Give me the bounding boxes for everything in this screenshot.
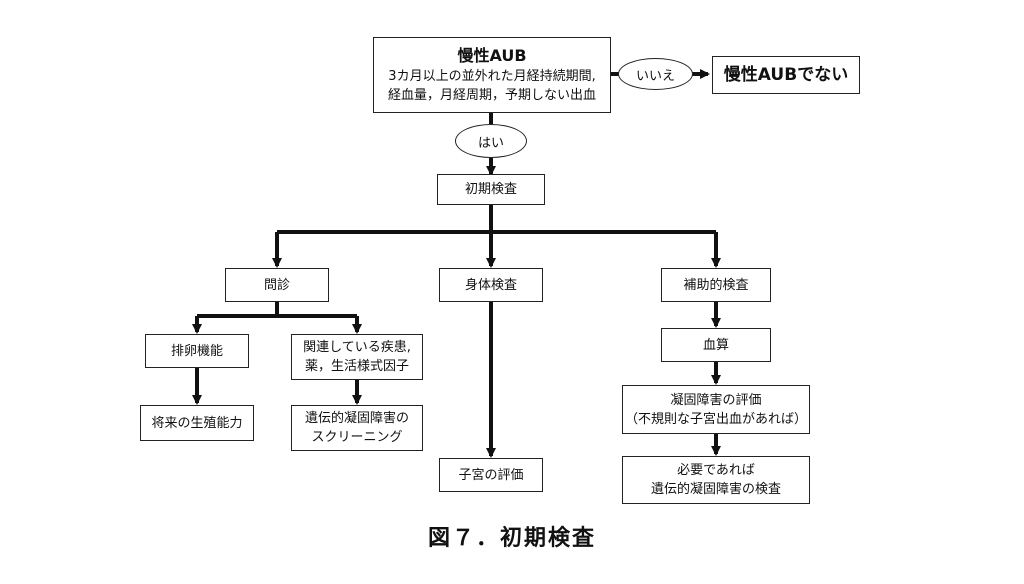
not-aub-label: 慢性AUBでない — [723, 64, 849, 85]
hereditary-screening-line-1: 遺伝的凝固障害の — [304, 411, 409, 426]
blood-count-label: 血算 — [702, 337, 729, 353]
yes-ellipse: はい — [455, 124, 527, 158]
physical-exam-box: 身体検査 — [439, 268, 543, 302]
uterus-eval-box: 子宮の評価 — [439, 458, 543, 492]
hereditary-screening-line-2: スクリーニング — [311, 430, 403, 445]
initial-exam-label: 初期検査 — [464, 182, 517, 197]
if-needed-box: 必要であれば 遺伝的凝固障害の検査 — [622, 456, 810, 504]
interview-label: 問診 — [263, 277, 290, 293]
figure-caption: 図７．初期検査 — [427, 526, 596, 551]
future-fertility-box: 将来の生殖能力 — [140, 405, 254, 441]
ovulation-label: 排卵機能 — [170, 343, 223, 359]
yes-label: はい — [477, 135, 504, 151]
coag-eval-line-2: （不規則な子宮出血があれば） — [624, 411, 807, 427]
root-chronic-aub-box: 慢性AUB 3カ月以上の並外れた月経持続期間, 経血量，月経周期，予期しない出血 — [373, 37, 611, 113]
coag-eval-box: 凝固障害の評価 （不規則な子宮出血があれば） — [622, 385, 810, 434]
initial-exam-box: 初期検査 — [437, 174, 545, 205]
not-aub-box: 慢性AUBでない — [712, 56, 860, 94]
root-line-2: 経血量，月経周期，予期しない出血 — [387, 88, 596, 103]
aux-exam-box: 補助的検査 — [661, 268, 771, 302]
coag-eval-line-1: 凝固障害の評価 — [670, 392, 762, 408]
aux-exam-label: 補助的検査 — [683, 277, 749, 293]
hereditary-screening-box: 遺伝的凝固障害の スクリーニング — [291, 405, 423, 451]
future-fertility-label: 将来の生殖能力 — [151, 415, 243, 431]
uterus-eval-label: 子宮の評価 — [458, 467, 524, 483]
no-label: いいえ — [635, 68, 675, 84]
root-line-1: 3カ月以上の並外れた月経持続期間, — [388, 69, 596, 84]
if-needed-line-2: 遺伝的凝固障害の検査 — [650, 482, 781, 497]
interview-box: 問診 — [225, 268, 329, 302]
physical-exam-label: 身体検査 — [464, 277, 517, 293]
blood-count-box: 血算 — [661, 328, 771, 362]
if-needed-line-1: 必要であれば — [677, 463, 755, 478]
related-disease-line-1: 関連している疾患, — [303, 340, 411, 355]
related-disease-box: 関連している疾患, 薬，生活様式因子 — [291, 334, 423, 380]
related-disease-line-2: 薬，生活様式因子 — [304, 359, 409, 374]
ovulation-box: 排卵機能 — [145, 334, 249, 368]
no-ellipse: いいえ — [618, 58, 693, 90]
root-title: 慢性AUB — [457, 46, 527, 65]
